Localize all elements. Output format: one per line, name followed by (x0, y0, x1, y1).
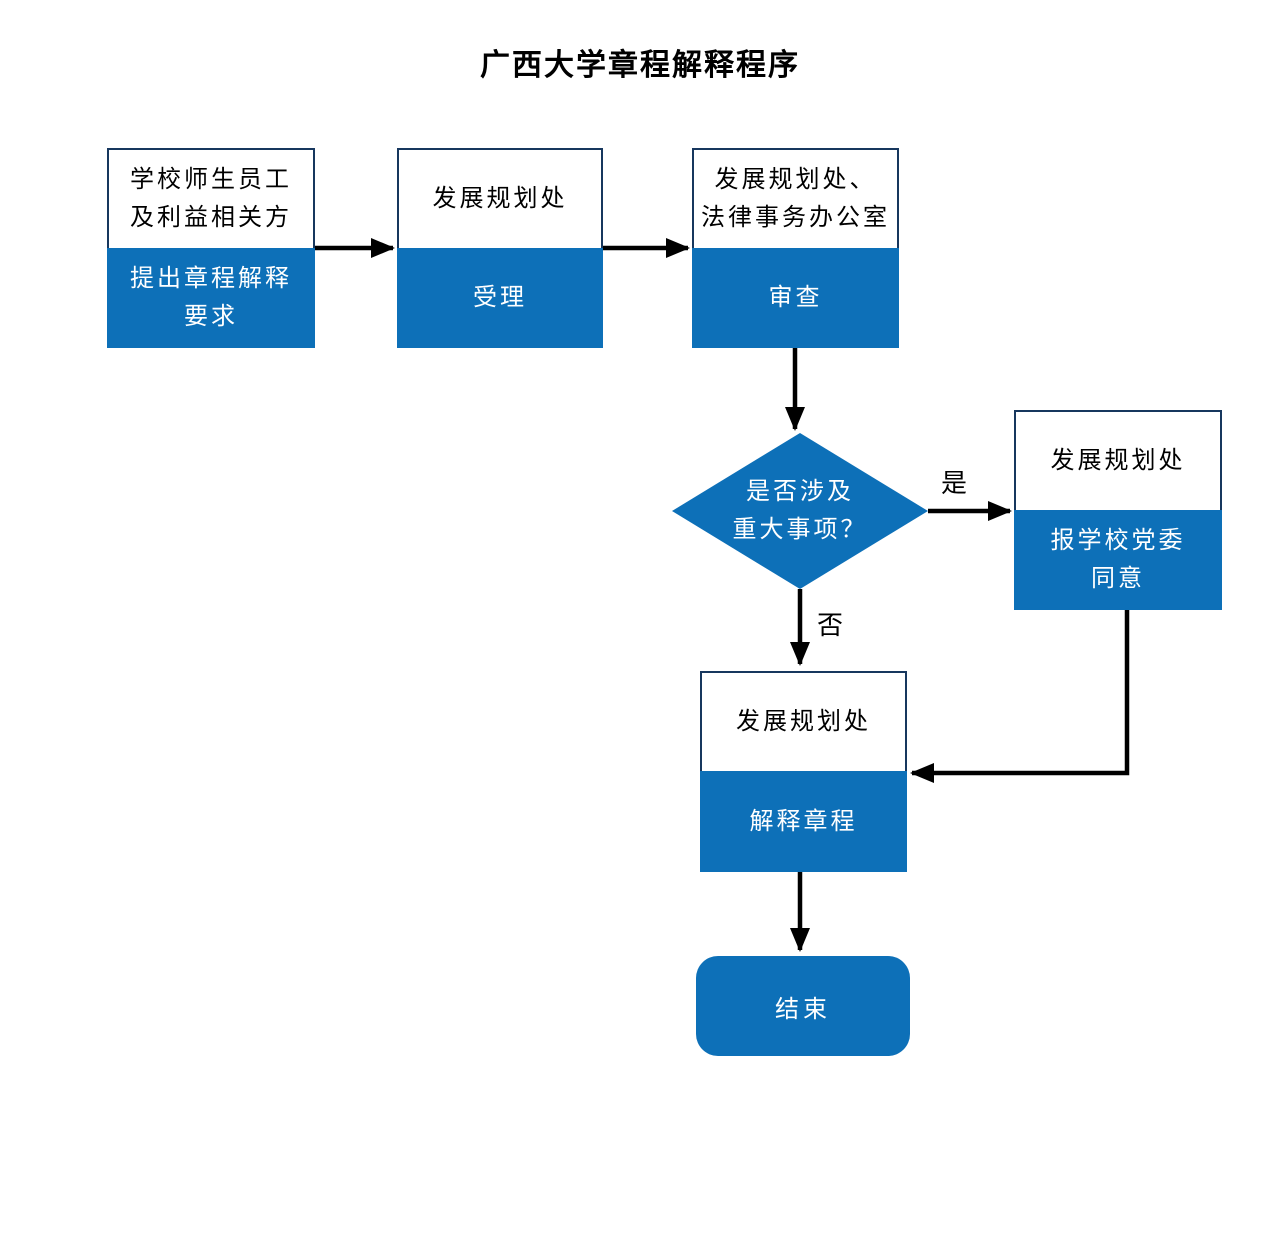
node-review-role: 发展规划处、 法律事务办公室 (692, 148, 899, 248)
edge-label-no: 否 (816, 611, 843, 640)
node-interpret: 发展规划处 解释章程 (700, 671, 907, 872)
page-title: 广西大学章程解释程序 (480, 49, 800, 82)
node-review-action: 审查 (692, 248, 899, 348)
node-interpret-role: 发展规划处 (700, 671, 907, 771)
node-requester-action: 提出章程解释 要求 (107, 248, 315, 348)
node-interpret-action: 解释章程 (700, 771, 907, 872)
decision-question: 是否涉及 重大事项？ (732, 479, 868, 543)
edge-label-yes: 是 (940, 469, 967, 498)
node-end: 结束 (696, 956, 910, 1056)
node-acceptance-action: 受理 (397, 248, 603, 348)
node-requester: 学校师生员工 及利益相关方 提出章程解释 要求 (107, 148, 315, 348)
node-requester-role: 学校师生员工 及利益相关方 (107, 148, 315, 248)
node-review: 发展规划处、 法律事务办公室 审查 (692, 148, 899, 348)
node-approval-role: 发展规划处 (1014, 410, 1222, 510)
node-approval-action: 报学校党委 同意 (1014, 510, 1222, 610)
node-acceptance: 发展规划处 受理 (397, 148, 603, 348)
node-acceptance-role: 发展规划处 (397, 148, 603, 248)
arrow-approval-to-interpret (910, 610, 1130, 783)
node-approval: 发展规划处 报学校党委 同意 (1014, 410, 1222, 610)
